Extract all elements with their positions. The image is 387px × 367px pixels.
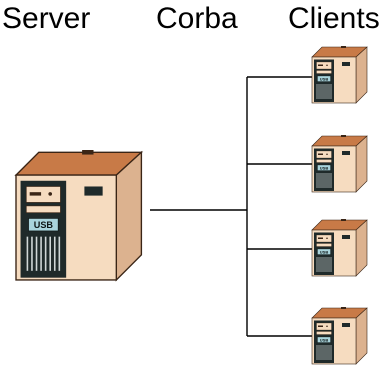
server-tower-icon: USB [15,149,143,281]
client-tower-icon: USB [311,306,368,365]
client-display-label: USB [320,337,329,342]
server-heading: Server [2,2,91,35]
client-tower-icon: USB [311,218,368,277]
client-tower-icon: USB [311,134,368,193]
corba-heading: Corba [156,2,238,35]
client-tower-icon: USB [311,45,368,104]
client-display-label: USB [320,76,329,81]
server-display-label: USB [34,220,54,230]
client-display-label: USB [320,165,329,170]
connection-lines [150,76,312,337]
clients-heading: Clients [288,2,380,35]
client-display-label: USB [320,249,329,254]
